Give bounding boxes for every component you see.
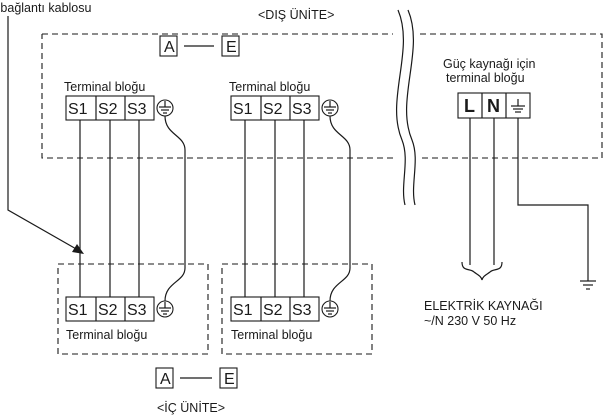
terminal-s3: S3	[292, 101, 312, 118]
ground-icon	[156, 300, 174, 318]
ground-icon	[580, 280, 596, 290]
arrow-icon	[72, 244, 84, 254]
terminal-s1: S1	[233, 302, 253, 319]
ground-wire-unit1	[164, 115, 186, 302]
power-source-label-2: ~/N 230 V 50 Hz	[424, 314, 516, 328]
range-from-box	[159, 35, 178, 57]
terminal-s3: S3	[127, 101, 147, 118]
terminal-s2: S2	[98, 302, 118, 319]
terminal-strip	[65, 296, 155, 322]
range-from-label: A	[160, 371, 171, 388]
terminal-s1: S1	[68, 302, 88, 319]
outdoor-terminal-block-2-label: Terminal bloğu	[229, 80, 310, 94]
arrow-line	[7, 16, 79, 251]
terminal-s3: S3	[127, 302, 147, 319]
terminal-s2: S2	[98, 101, 118, 118]
outdoor-unit-boundary-right	[420, 33, 603, 159]
outdoor-terminal-block-1-label: Terminal bloğu	[64, 80, 145, 94]
break-line-icon	[395, 9, 406, 206]
outdoor-unit-boundary-left	[41, 34, 393, 159]
ground-icon	[321, 300, 339, 318]
power-ground-wire	[517, 118, 589, 281]
terminal-s2: S2	[263, 101, 283, 118]
terminal-s3: S3	[292, 302, 312, 319]
indoor-terminal-block-2: S1 S2 S3	[230, 296, 339, 322]
break-line-icon-2	[405, 9, 416, 206]
terminal-s1: S1	[233, 101, 253, 118]
ground-wire-unit2	[329, 115, 351, 302]
indoor-unit-1-boundary	[57, 263, 209, 355]
range-to-box	[221, 35, 240, 57]
indoor-terminal-block-1: S1 S2 S3	[65, 296, 174, 322]
indoor-terminal-block-2-label: Terminal bloğu	[231, 328, 312, 342]
terminal-s2: S2	[263, 302, 283, 319]
terminal-strip	[230, 95, 320, 121]
terminal-strip	[65, 95, 155, 121]
power-terminal-label-2: terminal bloğu	[446, 71, 525, 85]
terminal-s1: S1	[68, 101, 88, 118]
range-to-box	[219, 367, 238, 389]
terminal-strip	[230, 296, 320, 322]
terminal-l: L	[464, 96, 475, 116]
outdoor-unit-title: <DIŞ ÜNİTE>	[258, 8, 334, 22]
connection-cable-label: e bağlantı kablosu	[0, 1, 92, 15]
outdoor-terminal-block-2: S1 S2 S3	[230, 95, 339, 121]
power-terminal-block: L N	[457, 92, 531, 119]
power-brace	[461, 261, 503, 281]
ground-icon	[321, 99, 339, 117]
indoor-unit-2-boundary	[221, 263, 373, 355]
terminal-n: N	[487, 96, 500, 116]
outdoor-range-marker: A E	[159, 35, 240, 57]
indoor-terminal-block-1-label: Terminal bloğu	[66, 328, 147, 342]
indoor-unit-title: <İÇ ÜNİTE>	[157, 401, 225, 415]
indoor-range-marker: A E	[155, 367, 238, 389]
ground-icon	[511, 99, 525, 113]
power-terminal-label-1: Güç kaynağı için	[443, 57, 535, 71]
range-from-label: A	[164, 39, 175, 56]
ground-icon	[156, 99, 174, 117]
range-from-box	[155, 367, 174, 389]
range-to-label: E	[226, 39, 237, 56]
range-to-label: E	[224, 371, 235, 388]
outdoor-terminal-block-1: S1 S2 S3	[65, 95, 174, 121]
power-source-label-1: ELEKTRİK KAYNAĞI	[424, 298, 543, 313]
